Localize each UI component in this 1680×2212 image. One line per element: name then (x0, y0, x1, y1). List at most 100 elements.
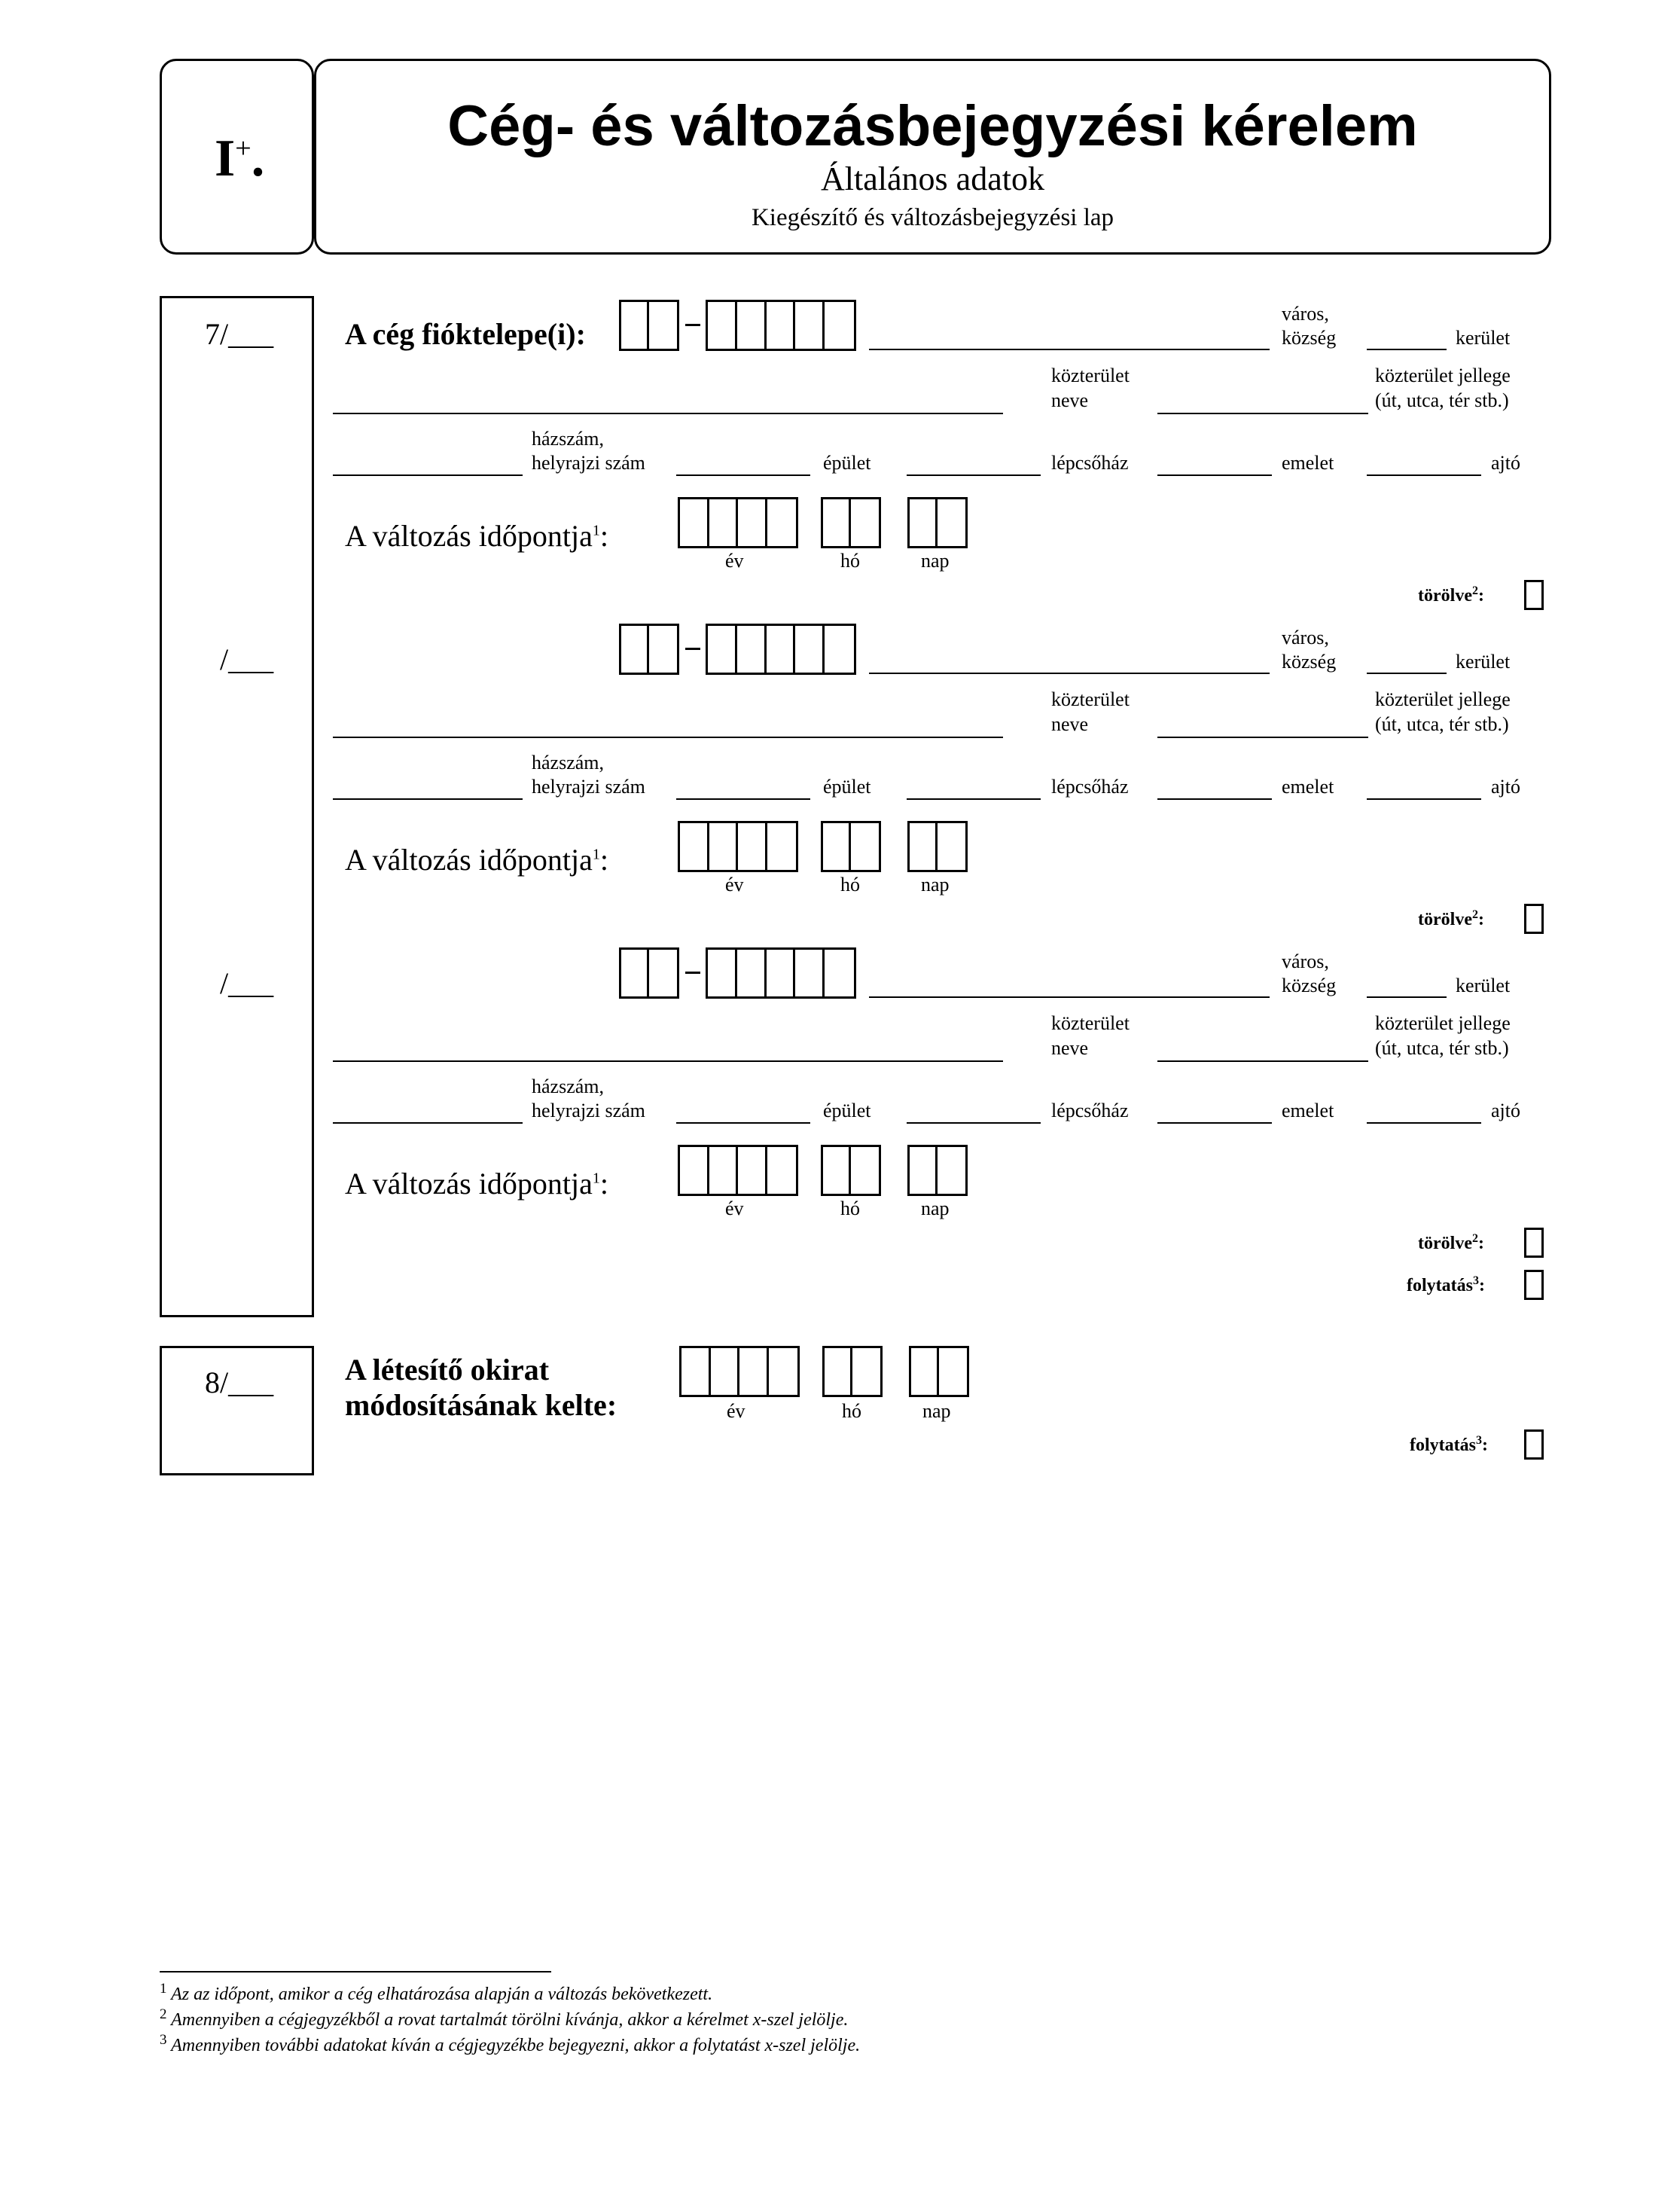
section7-label: A cég fióktelepe(i): (345, 317, 586, 351)
branch-3-staircase-field[interactable] (907, 1122, 1041, 1124)
branch-3-change-year-input[interactable] (678, 1145, 798, 1196)
section8-continuation-label: folytatás3: (1410, 1434, 1488, 1455)
branch-3-day-label: nap (921, 1198, 950, 1219)
branch-3-building-field[interactable] (676, 1122, 810, 1124)
branch-1-staircase-field[interactable] (907, 474, 1041, 476)
branch-2-change-year-input[interactable] (678, 821, 798, 872)
section8-continuation-checkbox[interactable] (1524, 1429, 1544, 1460)
branch-1-street-type-label-2: (út, utca, tér stb.) (1375, 389, 1509, 411)
branch-2-year-label: év (725, 874, 744, 895)
branch-1-door-field[interactable] (1367, 474, 1481, 476)
section8-month-input[interactable] (822, 1346, 883, 1397)
branch-3-street-type-field[interactable] (1157, 1060, 1368, 1062)
branch-2-building-label: épület (823, 776, 871, 798)
branch-1-postcode-dash (685, 324, 700, 326)
section7-number: 7/___ (205, 317, 274, 351)
branch-1-change-month-input[interactable] (821, 497, 881, 548)
section8-label-1: A létesítő okirat (345, 1353, 550, 1387)
branch-3-district-field[interactable] (1367, 996, 1447, 998)
form-subtitle: Általános adatok (821, 160, 1044, 197)
branch-1-month-label: hó (840, 550, 860, 572)
branch-2-city-field[interactable] (869, 673, 1270, 674)
branch-1-deleted-checkbox[interactable] (1524, 580, 1544, 610)
branch-1-building-label: épület (823, 452, 871, 474)
section8-year-label: év (727, 1400, 745, 1422)
branch-2-day-label: nap (921, 874, 950, 895)
branch-3-postcode-input[interactable] (706, 947, 856, 999)
branch-3-district-label: kerület (1456, 975, 1511, 996)
branch-2-deleted-checkbox[interactable] (1524, 904, 1544, 934)
branch-3-building-label: épület (823, 1100, 871, 1121)
branch-1-house-number-field[interactable] (333, 474, 523, 476)
branch-1-floor-field[interactable] (1157, 474, 1272, 476)
sheet-type: Kiegészítő és változásbejegyzési lap (751, 204, 1114, 231)
footnote-separator (160, 1971, 551, 1972)
branch-2-building-field[interactable] (676, 798, 810, 800)
section-code-box: I+. (160, 59, 314, 255)
branch-1-floor-label: emelet (1282, 452, 1334, 474)
branch-2-staircase-label: lépcsőház (1051, 776, 1129, 798)
branch-3-door-field[interactable] (1367, 1122, 1481, 1124)
branch-2-street-name-field[interactable] (333, 737, 1003, 738)
branch-1-district-field[interactable] (1367, 349, 1447, 350)
branch-2-door-field[interactable] (1367, 798, 1481, 800)
branch-1-postcode-prefix-input[interactable] (619, 300, 679, 351)
section8-month-label: hó (842, 1400, 861, 1422)
branch-1-district-label: kerület (1456, 327, 1511, 349)
branch-2-change-day-input[interactable] (907, 821, 968, 872)
branch-3-street-name-field[interactable] (333, 1060, 1003, 1062)
section8-year-input[interactable] (679, 1346, 800, 1397)
branch-3-month-label: hó (840, 1198, 860, 1219)
branch-1-year-label: év (725, 550, 744, 572)
branch-2-street-name-label-1: közterület (1051, 688, 1130, 710)
branch-1-building-field[interactable] (676, 474, 810, 476)
branch-1-change-day-input[interactable] (907, 497, 968, 548)
branch-3-street-name-label-2: neve (1051, 1037, 1089, 1059)
branch-2-floor-label: emelet (1282, 776, 1334, 798)
branch-2-postcode-input[interactable] (706, 624, 856, 675)
branch-2-door-label: ajtó (1491, 776, 1520, 798)
section-code: I+. (215, 130, 265, 188)
branch-3-house-number-field[interactable] (333, 1122, 523, 1124)
branch-3-street-type-label-2: (út, utca, tér stb.) (1375, 1037, 1509, 1059)
branch-3-change-day-input[interactable] (907, 1145, 968, 1196)
branch-1-change-year-input[interactable] (678, 497, 798, 548)
section8-number: 8/___ (205, 1365, 274, 1399)
branch-3-house-number-label-2: helyrajzi szám (532, 1100, 645, 1121)
branch-3-city-field[interactable] (869, 996, 1270, 998)
branch-3-deleted-checkbox[interactable] (1524, 1228, 1544, 1258)
branch-1-city-field[interactable] (869, 349, 1270, 350)
branch-2-street-type-field[interactable] (1157, 737, 1368, 738)
branch-2-change-month-input[interactable] (821, 821, 881, 872)
branch-2-house-number-field[interactable] (333, 798, 523, 800)
branch-3-staircase-label: lépcsőház (1051, 1100, 1129, 1121)
branch-2-street-type-label-1: közterület jellege (1375, 688, 1511, 710)
section7-continuation-label: folytatás3: (1407, 1274, 1485, 1295)
branch-2-floor-field[interactable] (1157, 798, 1272, 800)
branch-3-street-type-label-1: közterület jellege (1375, 1012, 1511, 1034)
branch-2-change-date-label: A változás időpontja1: (345, 843, 608, 877)
section8-number-box (160, 1346, 314, 1475)
branch-2-postcode-prefix-input[interactable] (619, 624, 679, 675)
branch-1-door-label: ajtó (1491, 452, 1520, 474)
branch-3-floor-field[interactable] (1157, 1122, 1272, 1124)
branch-1-city-label-2: község (1282, 327, 1337, 349)
form-title: Cég- és változásbejegyzési kérelem (447, 94, 1418, 158)
branch-1-postcode-input[interactable] (706, 300, 856, 351)
section8-day-input[interactable] (909, 1346, 969, 1397)
branch-2-house-number-label-2: helyrajzi szám (532, 776, 645, 798)
branch-2-staircase-field[interactable] (907, 798, 1041, 800)
branch-1-street-name-label-1: közterület (1051, 365, 1130, 386)
branch-3-postcode-prefix-input[interactable] (619, 947, 679, 999)
branch-2-street-name-label-2: neve (1051, 713, 1089, 735)
section7-continuation-checkbox[interactable] (1524, 1270, 1544, 1300)
branch-1-street-type-field[interactable] (1157, 413, 1368, 414)
branch-3-year-label: év (725, 1198, 744, 1219)
branch-2-district-field[interactable] (1367, 673, 1447, 674)
branch-2-street-type-label-2: (út, utca, tér stb.) (1375, 713, 1509, 735)
branch-3-change-month-input[interactable] (821, 1145, 881, 1196)
branch-1-day-label: nap (921, 550, 950, 572)
branch-2-postcode-dash (685, 648, 700, 650)
section8-label-2: módosításának kelte: (345, 1388, 617, 1422)
branch-1-street-name-field[interactable] (333, 413, 1003, 414)
